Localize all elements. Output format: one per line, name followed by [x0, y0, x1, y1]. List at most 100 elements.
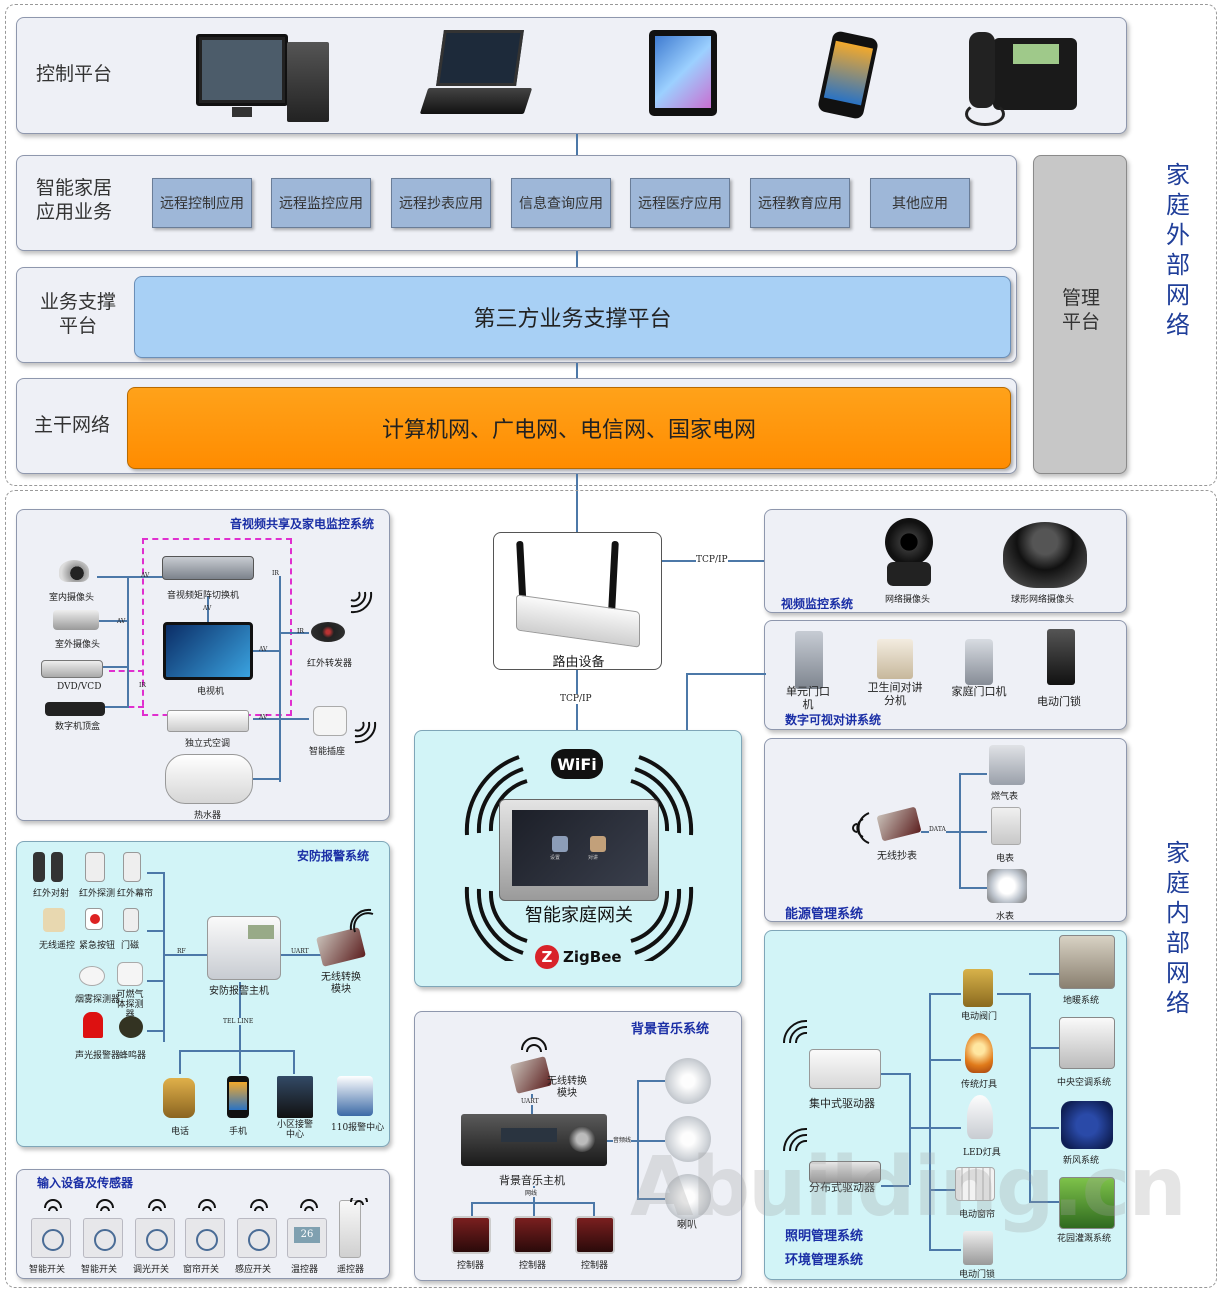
router-icon [516, 540, 642, 648]
security-panel: 安防报警系统 RF UART TEL LINE 红外对射 红外探测 红外幕帘 无… [16, 841, 390, 1147]
police-center-label: 110报警中心 [331, 1123, 385, 1133]
central-driver-icon [809, 1049, 881, 1089]
av-system-title: 音视频共享及家电监控系统 [230, 517, 375, 531]
tablet-icon [649, 30, 717, 116]
inputs-title: 输入设备及传感器 [37, 1176, 134, 1190]
door-magnet-label: 门磁 [121, 941, 140, 951]
outdoor-camera-label: 室外摄像头 [55, 640, 101, 650]
av-line-cam1 [97, 576, 167, 578]
controller-2-icon [513, 1216, 553, 1254]
av-link-label-ir1: IR [297, 628, 304, 635]
light-trad [929, 1059, 961, 1061]
link-backbone-to-router [576, 474, 578, 532]
smart-switch-1-label: 智能开关 [29, 1265, 66, 1275]
ir-transmitter-icon [311, 622, 345, 642]
music-panel: 背景音乐系统 无线转换模块 UART 背景音乐主机 网线 控制器 控制器 控制器… [414, 1011, 742, 1281]
curtain-switch-label: 窗帘开关 [183, 1265, 220, 1275]
smart-socket-signal-icon [354, 721, 377, 744]
env-ac [1029, 1047, 1059, 1049]
lighting-title: 照明管理系统 [785, 1229, 864, 1244]
ir-beam-icon [33, 852, 45, 882]
community-center-label: 小区接警中心 [276, 1120, 313, 1140]
av-link-label-cam2: AV [117, 618, 126, 625]
led-lamp-icon [967, 1095, 993, 1139]
gateway-device: 设置 对讲 [499, 799, 659, 901]
sec-uart [281, 954, 321, 956]
av-link-label-cam1: AV [141, 572, 150, 579]
music-host-icon [461, 1114, 607, 1166]
video-panel: 网络摄像头 球形网络摄像头 视频监控系统 [764, 509, 1127, 613]
electric-door-lock-icon [963, 1231, 993, 1265]
energy-gas-line [959, 773, 987, 775]
link-apps-to-support [576, 251, 578, 268]
electric-lock-label: 电动门锁 [1037, 695, 1081, 708]
av-bus-right [279, 576, 281, 782]
siren-label: 声光报警器 [75, 1051, 121, 1061]
distributed-driver-label: 分布式驱动器 [809, 1181, 875, 1194]
energy-bus [959, 773, 961, 887]
gas-meter-label: 燃气表 [991, 792, 1019, 802]
ir-beam-icon-2 [51, 852, 63, 882]
driver1-signal-icon [782, 1019, 808, 1044]
community-center-icon [277, 1076, 313, 1118]
av-line-stb [103, 706, 129, 708]
gateway-settings-icon [552, 836, 568, 852]
remote-control-label: 遥控器 [337, 1265, 365, 1275]
sec-wireless-module-label: 无线转换模块 [321, 972, 361, 995]
av-link-label-ac: AV [259, 714, 268, 721]
buzzer-label: 蜂鸣器 [119, 1051, 147, 1061]
app-business-label: 智能家居应用业务 [36, 177, 113, 223]
laptop-icon [419, 30, 533, 118]
indoor-camera-icon [59, 560, 89, 582]
sec-out1 [179, 1050, 181, 1074]
music-ctrl2 [533, 1202, 535, 1216]
music-wireless-signal-icon [521, 1037, 547, 1053]
set-top-box-icon [45, 702, 105, 716]
gateway-intercom-icon [590, 836, 606, 852]
traditional-lamp-icon [965, 1033, 993, 1073]
music-ctrl1 [471, 1202, 473, 1216]
env-garden [1029, 1201, 1059, 1203]
music-uart-label: UART [521, 1098, 539, 1105]
smart-socket-icon [313, 706, 347, 736]
tv-icon [163, 622, 253, 680]
tv-label: 电视机 [197, 687, 225, 697]
av-matrix-label: 音视频矩阵切换机 [167, 591, 240, 601]
sec-tel-down [239, 982, 241, 1052]
link-gateway-to-intercom-v [686, 673, 688, 730]
zigbee-logo-text: ZigBee [563, 948, 622, 966]
app-remote-monitor: 远程监控应用 [271, 178, 371, 228]
av-line-ac [253, 718, 281, 720]
app-remote-education: 远程教育应用 [750, 178, 850, 228]
alarm-host-label: 安防报警主机 [209, 986, 269, 997]
gateway-panel: WiFi 设置 对讲 智能家庭网关 Z ZigBee [414, 730, 742, 987]
light-curtain [929, 1189, 961, 1191]
water-meter-label: 水表 [996, 912, 1015, 922]
support-panel: 业务支撑平台 第三方业务支撑平台 [16, 267, 1017, 363]
app-info-query: 信息查询应用 [511, 178, 611, 228]
light-led [929, 1127, 961, 1129]
link-support-to-backbone [576, 363, 578, 379]
traditional-lamp-label: 传统灯具 [961, 1080, 998, 1090]
controller-1-icon [451, 1216, 491, 1254]
ir-transmitter-label: 红外转发器 [307, 659, 353, 669]
av-link-label-ir3: IR [272, 570, 279, 577]
env-bus [1029, 993, 1031, 1201]
air-conditioner-label: 独立式空调 [185, 739, 231, 749]
music-ctrl3 [593, 1202, 595, 1216]
garden-irrigation-label: 花园灌溉系统 [1057, 1234, 1112, 1244]
light-mid-bus [909, 1073, 911, 1185]
central-driver-label: 集中式驱动器 [809, 1097, 875, 1110]
zigbee-logo: Z ZigBee [535, 943, 627, 971]
outer-network-frame [5, 4, 1217, 486]
electric-valve-icon [963, 969, 993, 1007]
home-door-station-label: 家庭门口机 [951, 685, 1007, 698]
sec-row3 [147, 980, 165, 982]
backbone-bar: 计算机网、广电网、电信网、国家电网 [127, 387, 1011, 469]
driver2-signal-icon [782, 1127, 808, 1152]
phone-output-label: 电话 [171, 1127, 190, 1137]
ir-transmitter-signal-icon [350, 591, 373, 614]
siren-icon [83, 1012, 103, 1038]
controller-3-icon [575, 1216, 615, 1254]
router-gateway-link-label: TCP/IP [560, 694, 592, 704]
